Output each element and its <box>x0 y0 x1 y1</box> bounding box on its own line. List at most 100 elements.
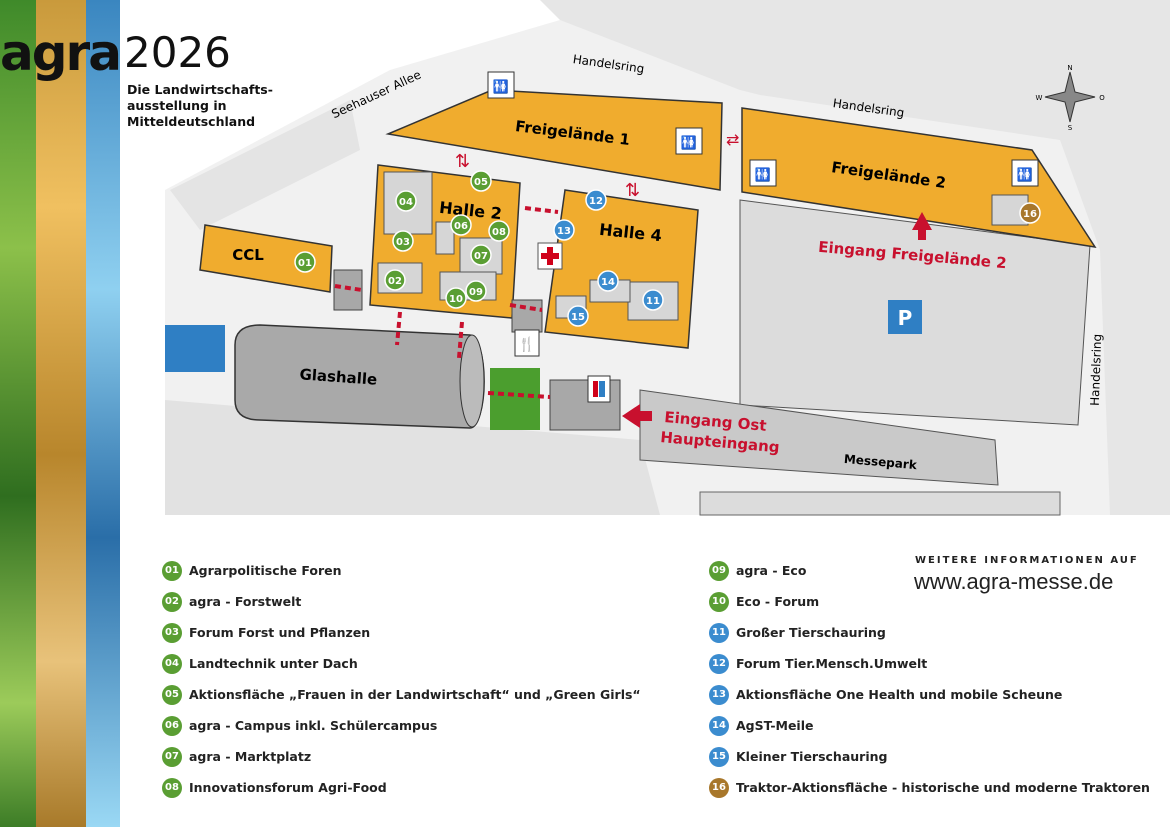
passage-arrow-icon: ⇄ <box>726 130 739 149</box>
marker-01[interactable]: 01 <box>294 251 316 273</box>
svg-text:16: 16 <box>1023 209 1037 220</box>
legend-number-badge: 07 <box>162 746 182 767</box>
marker-11[interactable]: 11 <box>642 289 664 311</box>
legend-item-10: 10 Eco - Forum <box>709 586 1150 617</box>
connector-halle <box>511 299 543 333</box>
decor-strip-gold <box>36 0 86 827</box>
glashalle-end <box>459 334 485 428</box>
south-parking <box>699 491 1061 516</box>
legend-label: Großer Tierschauring <box>736 625 886 640</box>
svg-text:05: 05 <box>474 177 488 188</box>
map-ground-south <box>165 400 660 515</box>
legend-label: Agrarpolitische Foren <box>189 563 342 578</box>
svg-text:N: N <box>1067 64 1072 72</box>
first-aid-icon <box>541 247 559 265</box>
marker-14[interactable]: 14 <box>597 270 619 292</box>
marker-09[interactable]: 09 <box>465 280 487 302</box>
svg-text:🚻: 🚻 <box>755 167 771 183</box>
decor-strip-green <box>0 0 36 827</box>
legend-label: agra - Forstwelt <box>189 594 302 609</box>
svg-text:04: 04 <box>399 197 413 208</box>
area-messepark[interactable] <box>639 389 999 486</box>
marker-06[interactable]: 06 <box>450 214 472 236</box>
legend-number-badge: 14 <box>709 715 729 736</box>
stand-06 <box>435 221 455 255</box>
water-area <box>165 325 225 372</box>
map-ground-west <box>170 100 360 230</box>
svg-text:03: 03 <box>396 237 410 248</box>
building-halle-4[interactable] <box>544 189 699 349</box>
svg-text:01: 01 <box>298 258 312 269</box>
legend-label: Forum Tier.Mensch.Umwelt <box>736 656 928 671</box>
building-ccl[interactable] <box>199 224 333 293</box>
marker-05[interactable]: 05 <box>470 170 492 192</box>
svg-text:11: 11 <box>646 296 660 307</box>
barriers <box>334 206 559 399</box>
atm-icon-red <box>593 381 598 397</box>
svg-text:10: 10 <box>449 294 463 305</box>
legend-number-badge: 12 <box>709 653 729 674</box>
legend-number-badge: 11 <box>709 622 729 643</box>
svg-text:🚻: 🚻 <box>493 79 509 95</box>
marker-02[interactable]: 02 <box>384 269 406 291</box>
website-link[interactable]: www.agra-messe.de <box>914 569 1114 594</box>
svg-text:09: 09 <box>469 287 483 298</box>
svg-text:13: 13 <box>557 226 571 237</box>
green-area <box>490 368 540 430</box>
venue-map: P Freigelände 1 Freigelände 2 CCL Halle … <box>165 0 1170 516</box>
area-freigelaende-1[interactable] <box>385 89 723 191</box>
legend-label: agra - Marktplatz <box>189 749 312 764</box>
svg-text:W: W <box>1036 94 1043 102</box>
legend-number-badge: 02 <box>162 591 182 612</box>
legend-number-badge: 05 <box>162 684 182 705</box>
legend-item-05: 05 Aktionsfläche „Frauen in der Landwirts… <box>162 679 641 710</box>
legend-item-15: 15 Kleiner Tierschauring <box>709 741 1150 772</box>
legend-number-badge: 03 <box>162 622 182 643</box>
toilet-icon: 🚻 <box>487 71 515 99</box>
marker-15[interactable]: 15 <box>567 305 589 327</box>
messepark-label: Messepark <box>843 452 918 472</box>
legend-label: AgST-Meile <box>736 718 814 733</box>
passage-arrow-icon: ⇅ <box>455 151 470 172</box>
legend-number-badge: 08 <box>162 777 182 798</box>
marker-04[interactable]: 04 <box>395 190 417 212</box>
toilet-icon: 🚻 <box>675 127 703 155</box>
marker-03[interactable]: 03 <box>392 230 414 252</box>
marker-10[interactable]: 10 <box>445 287 467 309</box>
entrance-arrow-icon <box>622 404 652 428</box>
legend-label: agra - Campus inkl. Schülercampus <box>189 718 438 733</box>
legend-item-07: 07 agra - Marktplatz <box>162 741 641 772</box>
marker-13[interactable]: 13 <box>553 219 575 241</box>
legend-label: Eco - Forum <box>736 594 820 609</box>
marker-16[interactable]: 16 <box>1019 202 1041 224</box>
svg-text:08: 08 <box>492 227 506 238</box>
svg-text:06: 06 <box>454 221 468 232</box>
marker-08[interactable]: 08 <box>488 220 510 242</box>
marker-12[interactable]: 12 <box>585 189 607 211</box>
legend-item-14: 14 AgST-Meile <box>709 710 1150 741</box>
svg-text:🚻: 🚻 <box>1017 167 1033 183</box>
street-label: Handelsring <box>1088 334 1105 407</box>
svg-text:14: 14 <box>601 277 615 288</box>
toilet-icon: 🚻 <box>749 159 777 187</box>
parking-sign <box>888 300 922 334</box>
logo-year: 2026 <box>124 28 231 77</box>
legend-label: Aktionsfläche „Frauen in der Landwirtsch… <box>189 687 641 702</box>
legend-label: Traktor-Aktionsfläche - historische und … <box>736 780 1150 795</box>
legend-item-12: 12 Forum Tier.Mensch.Umwelt <box>709 648 1150 679</box>
agra-logo: agra <box>0 24 122 82</box>
legend-number-badge: 10 <box>709 591 729 612</box>
svg-text:07: 07 <box>474 251 488 262</box>
marker-07[interactable]: 07 <box>470 244 492 266</box>
legend-item-02: 02 agra - Forstwelt <box>162 586 641 617</box>
legend-number-badge: 13 <box>709 684 729 705</box>
entrance-arrow-icon <box>912 212 932 240</box>
legend-label: Kleiner Tierschauring <box>736 749 888 764</box>
legend-number-badge: 15 <box>709 746 729 767</box>
